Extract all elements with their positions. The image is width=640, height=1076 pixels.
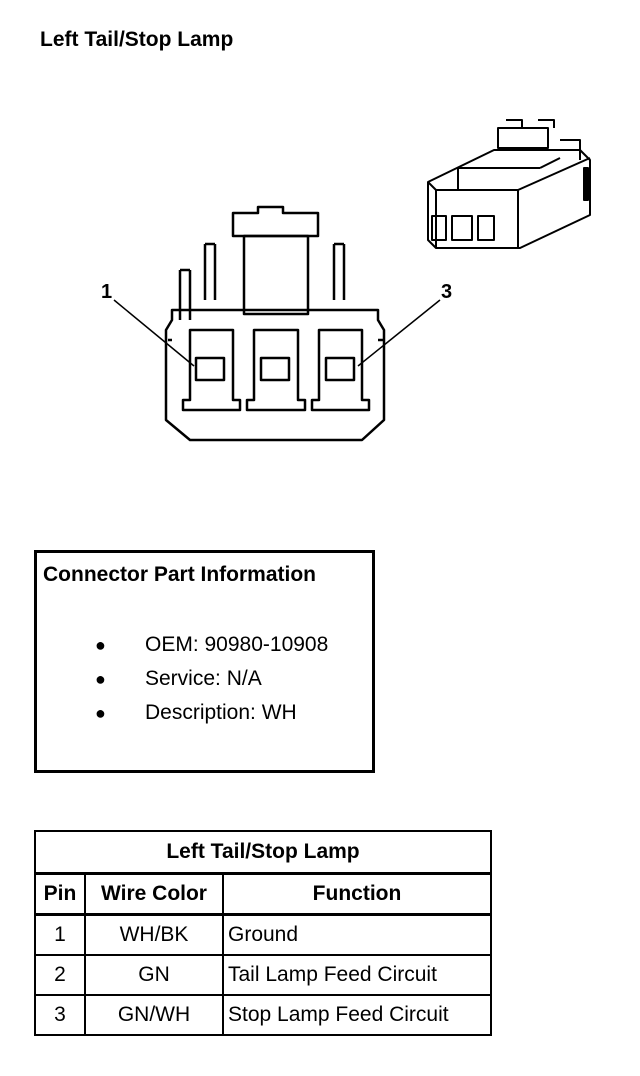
- table-row: 1 WH/BK Ground: [34, 913, 492, 956]
- terminal-cavity-1: [181, 328, 242, 412]
- terminal-cavity-2: [245, 328, 307, 412]
- info-item-service: ● Service: N/A: [95, 667, 262, 691]
- info-item-oem: ● OEM: 90980-10908: [95, 633, 328, 657]
- cell-function: Tail Lamp Feed Circuit: [222, 954, 492, 996]
- info-item-text: OEM: 90980-10908: [145, 633, 329, 656]
- cell-pin: 1: [34, 913, 86, 956]
- cell-wire-color: GN: [84, 954, 224, 996]
- cell-pin: 2: [34, 954, 86, 996]
- connector-info-box: Connector Part Information ● OEM: 90980-1…: [34, 550, 375, 773]
- table-caption: Left Tail/Stop Lamp: [34, 830, 492, 875]
- pin-1-leader: [113, 299, 195, 367]
- cell-function: Stop Lamp Feed Circuit: [222, 994, 492, 1036]
- pin-label-3: 3: [441, 281, 453, 303]
- pin-3-leader: [357, 299, 441, 367]
- pin-label-1: 1: [101, 281, 113, 303]
- header-pin: Pin: [34, 872, 86, 916]
- cell-function: Ground: [222, 913, 492, 956]
- cell-pin: 3: [34, 994, 86, 1036]
- info-heading: Connector Part Information: [43, 563, 317, 586]
- terminal-cavity-3: [310, 328, 371, 412]
- connector-face: [164, 205, 386, 442]
- table-row: 3 GN/WH Stop Lamp Feed Circuit: [34, 994, 492, 1036]
- connector-diagram: [113, 119, 591, 442]
- table-row: 2 GN Tail Lamp Feed Circuit: [34, 954, 492, 996]
- pinout-table: Left Tail/Stop Lamp Pin Wire Color Funct…: [34, 830, 492, 1036]
- info-item-text: Description: WH: [145, 701, 297, 724]
- connector-iso-view: [427, 119, 591, 249]
- bullet-icon: ●: [95, 635, 106, 655]
- header-wire-color: Wire Color: [84, 872, 224, 916]
- info-item-text: Service: N/A: [145, 667, 262, 690]
- bullet-icon: ●: [95, 703, 106, 723]
- cell-wire-color: WH/BK: [84, 913, 224, 956]
- header-function: Function: [222, 872, 492, 916]
- info-item-description: ● Description: WH: [95, 701, 297, 725]
- cell-wire-color: GN/WH: [84, 994, 224, 1036]
- bullet-icon: ●: [95, 669, 106, 689]
- page-title: Left Tail/Stop Lamp: [40, 28, 234, 51]
